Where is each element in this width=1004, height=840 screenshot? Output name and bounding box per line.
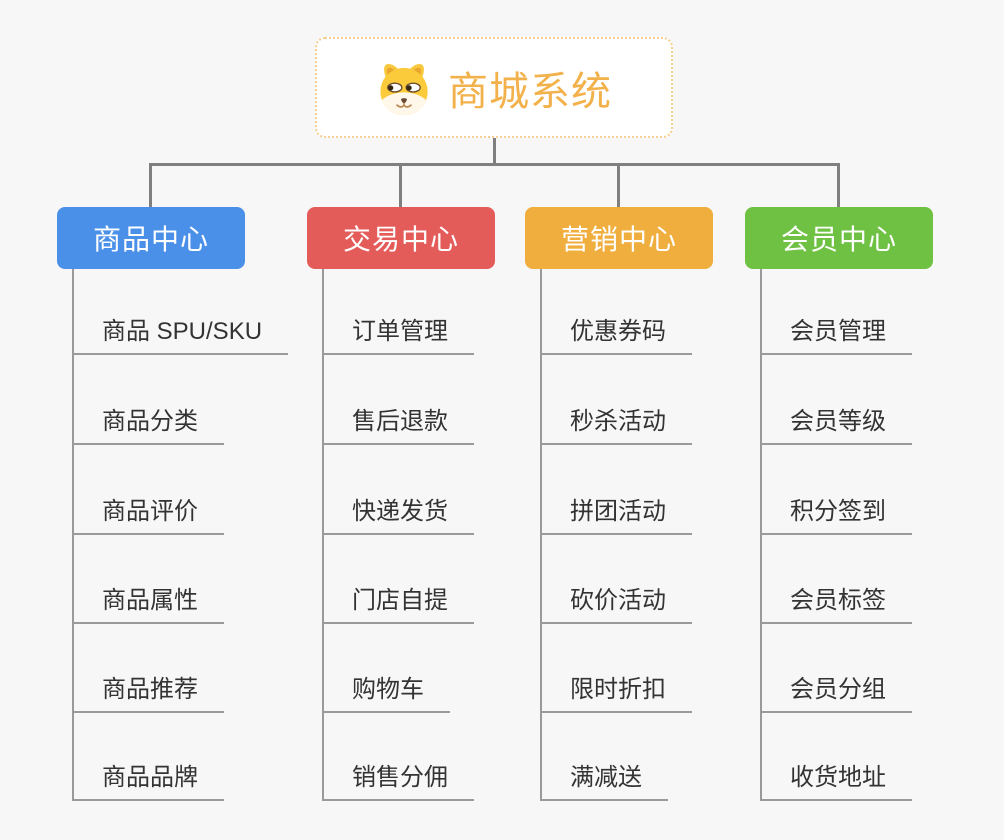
root-node[interactable]: 商城系统 — [315, 37, 673, 138]
leaf-node[interactable]: 商品品牌 — [72, 757, 224, 801]
leaf-node[interactable]: 商品推荐 — [72, 669, 224, 713]
leaf-label: 积分签到 — [790, 498, 886, 525]
leaf-node[interactable]: 商品属性 — [72, 580, 224, 624]
leaf-node[interactable]: 销售分佣 — [322, 757, 474, 801]
leaf-label: 会员分组 — [790, 676, 886, 703]
leaf-label: 会员等级 — [790, 408, 886, 435]
leaf-label: 购物车 — [352, 676, 424, 703]
branch-node-member-center[interactable]: 会员中心 — [745, 207, 933, 269]
leaf-node[interactable]: 商品 SPU/SKU — [72, 311, 289, 355]
leaf-node[interactable]: 优惠券码 — [540, 311, 692, 355]
leaf-label: 优惠券码 — [570, 318, 666, 345]
connector-horizontal — [150, 163, 840, 166]
leaf-label: 砍价活动 — [570, 587, 666, 614]
branch-label: 会员中心 — [780, 224, 897, 255]
leaf-label: 售后退款 — [352, 408, 448, 435]
leaf-label: 门店自提 — [352, 587, 448, 614]
leaf-node[interactable]: 售后退款 — [322, 401, 474, 445]
branch-column-marketing-center: 营销中心优惠券码秒杀活动拼团活动砍价活动限时折扣满减送 — [525, 207, 713, 817]
leaf-node[interactable]: 拼团活动 — [540, 491, 692, 535]
leaf-node[interactable]: 会员等级 — [760, 401, 912, 445]
branch-node-product-center[interactable]: 商品中心 — [57, 207, 245, 269]
leaf-node[interactable]: 订单管理 — [322, 311, 474, 355]
leaf-label: 收货地址 — [790, 764, 886, 791]
leaf-label: 商品推荐 — [102, 676, 198, 703]
branch-label: 营销中心 — [560, 224, 677, 255]
leaf-label: 会员管理 — [790, 318, 886, 345]
leaf-label: 限时折扣 — [570, 676, 666, 703]
leaf-label: 商品品牌 — [102, 764, 198, 791]
connector-root-stub — [493, 138, 496, 165]
leaf-node[interactable]: 限时折扣 — [540, 669, 692, 713]
connector-drop-1 — [149, 163, 152, 209]
leaf-node[interactable]: 快递发货 — [322, 491, 474, 535]
leaf-node[interactable]: 门店自提 — [322, 580, 474, 624]
connector-drop-3 — [617, 163, 620, 209]
leaf-label: 商品评价 — [102, 498, 198, 525]
leaf-label: 商品属性 — [102, 587, 198, 614]
branch-label: 交易中心 — [342, 224, 459, 255]
leaf-node[interactable]: 秒杀活动 — [540, 401, 692, 445]
leaf-node[interactable]: 满减送 — [540, 757, 668, 801]
leaf-node[interactable]: 商品评价 — [72, 491, 224, 535]
leaf-label: 快递发货 — [352, 498, 448, 525]
leaf-node[interactable]: 收货地址 — [760, 757, 912, 801]
leaf-node[interactable]: 积分签到 — [760, 491, 912, 535]
leaf-node[interactable]: 会员分组 — [760, 669, 912, 713]
connector-drop-2 — [399, 163, 402, 209]
branch-column-trade-center: 交易中心订单管理售后退款快递发货门店自提购物车销售分佣 — [307, 207, 495, 817]
branch-column-product-center: 商品中心商品 SPU/SKU 商品分类商品评价商品属性商品推荐商品品牌 — [57, 207, 289, 817]
branch-column-member-center: 会员中心会员管理会员等级积分签到会员标签会员分组收货地址 — [745, 207, 933, 817]
leaf-label: 拼团活动 — [570, 498, 666, 525]
leaf-label: 满减送 — [570, 764, 642, 791]
leaf-node[interactable]: 会员管理 — [760, 311, 912, 355]
branch-node-marketing-center[interactable]: 营销中心 — [525, 207, 713, 269]
connector-drop-4 — [837, 163, 840, 209]
branch-node-trade-center[interactable]: 交易中心 — [307, 207, 495, 269]
root-title: 商城系统 — [448, 69, 612, 114]
leaf-label: 商品 SPU/SKU — [102, 318, 263, 345]
leaf-node[interactable]: 购物车 — [322, 669, 450, 713]
leaf-node[interactable]: 会员标签 — [760, 580, 912, 624]
leaf-node[interactable]: 砍价活动 — [540, 580, 692, 624]
leaf-node[interactable]: 商品分类 — [72, 401, 224, 445]
branch-label: 商品中心 — [92, 224, 209, 255]
dog-face-icon — [380, 63, 428, 115]
leaf-label: 秒杀活动 — [570, 408, 666, 435]
leaf-label: 订单管理 — [352, 318, 448, 345]
leaf-label: 商品分类 — [102, 408, 198, 435]
leaf-label: 会员标签 — [790, 587, 886, 614]
leaf-label: 销售分佣 — [352, 764, 448, 791]
